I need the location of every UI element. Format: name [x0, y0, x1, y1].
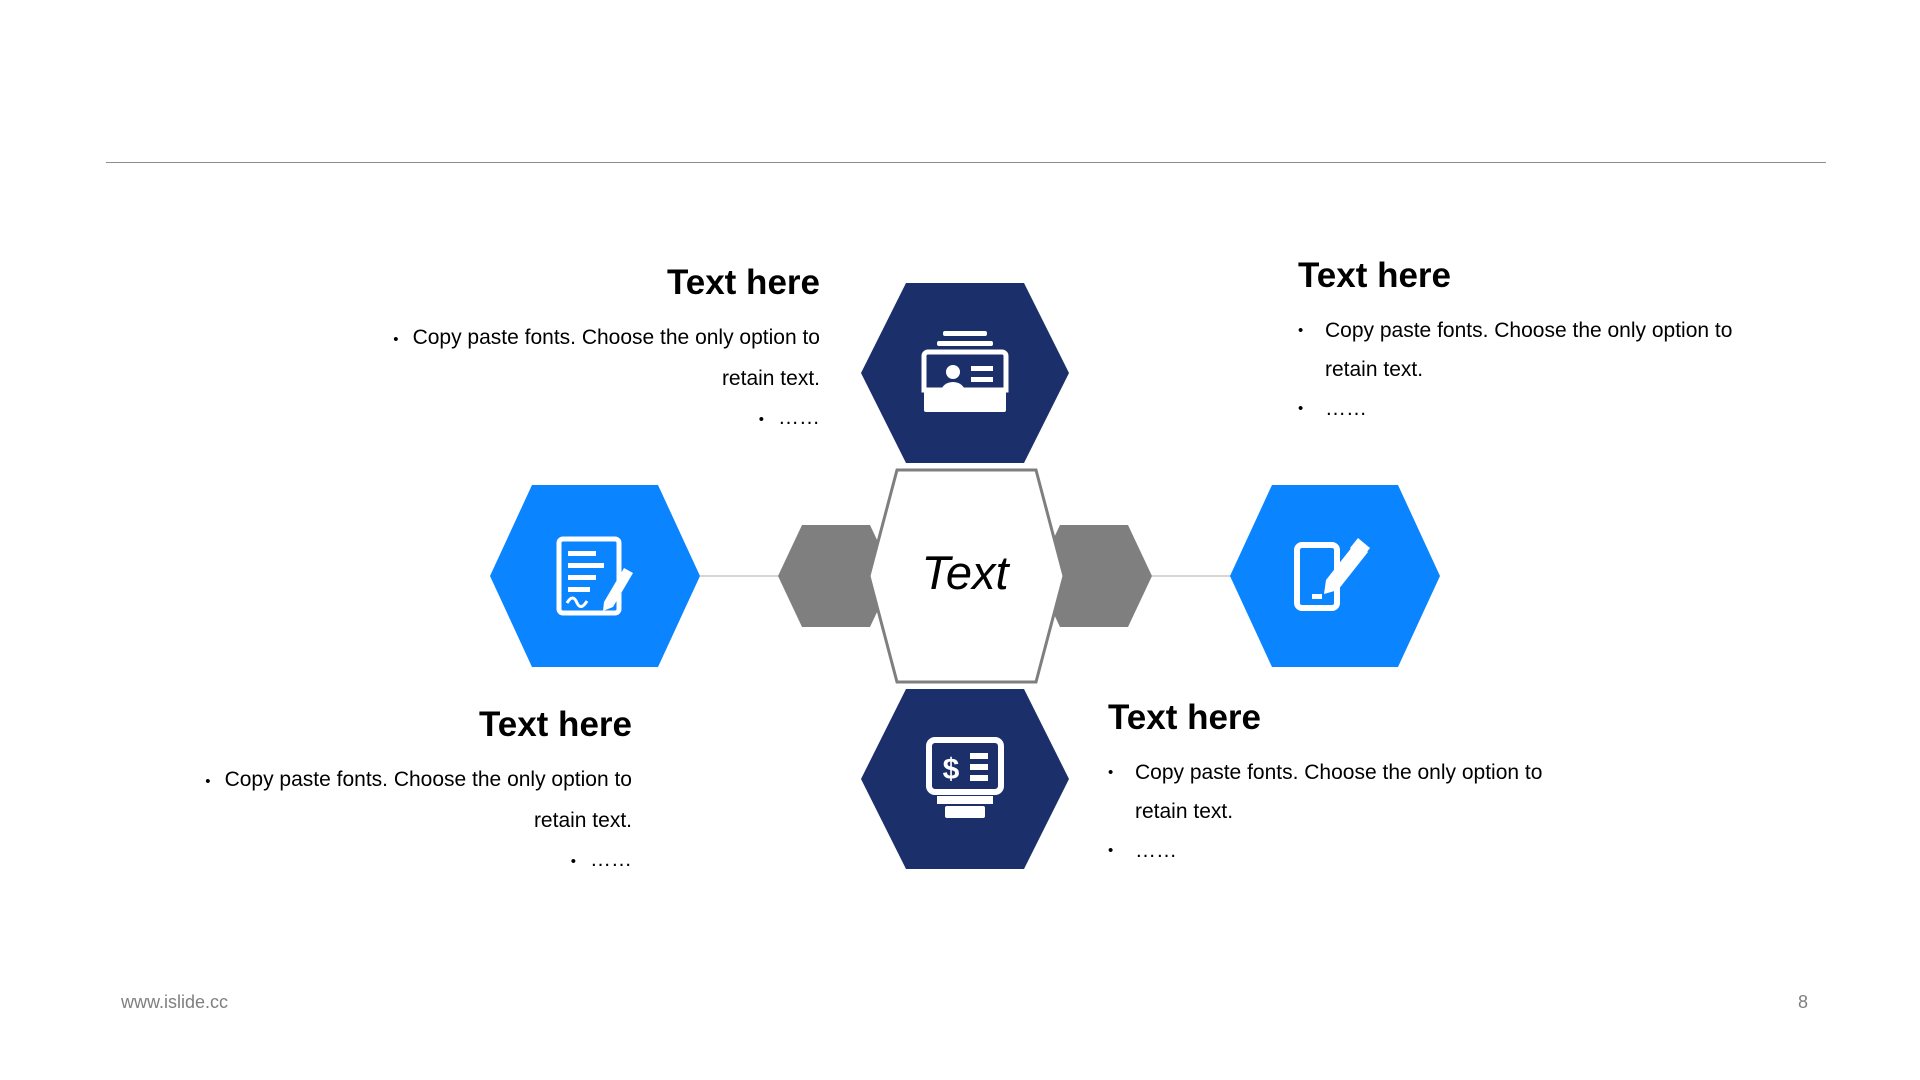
block-title: Text here — [1298, 256, 1452, 295]
bullet-icon: • — [393, 331, 399, 348]
bullet-list: •Copy paste fonts. Choose the only optio… — [1108, 753, 1628, 870]
hex-bottom — [861, 689, 1069, 869]
id-card-icon — [921, 331, 1009, 412]
list-item: •Copy paste fonts. Choose the only optio… — [393, 326, 820, 349]
list-item: retain text. — [1135, 800, 1234, 823]
contract-sign-icon — [556, 536, 633, 616]
center-hex — [867, 468, 1066, 684]
bullet-icon: • — [1108, 764, 1114, 781]
list-item: retain text. — [721, 367, 820, 390]
hex-top — [861, 283, 1069, 463]
small-hex-right — [1036, 525, 1152, 627]
list-item: •Copy paste fonts. Choose the only optio… — [1108, 753, 1628, 792]
bullet-icon: • — [1298, 400, 1304, 417]
list-item: •…… — [570, 848, 632, 871]
svg-text:$: $ — [943, 753, 960, 786]
bullet-icon: • — [205, 773, 211, 790]
text-block-bottom-left: Text here •Copy paste fonts. Choose the … — [157, 704, 632, 881]
text-block-top-left: Text here •Copy paste fonts. Choose the … — [345, 262, 820, 439]
payment-terminal-icon: $ — [926, 737, 1004, 818]
bullet-list: •Copy paste fonts. Choose the only optio… — [1298, 311, 1818, 428]
page-number: 8 — [1797, 992, 1808, 1012]
bullet-list: •Copy paste fonts. Choose the only optio… — [157, 760, 632, 881]
list-item: retain text. — [533, 809, 632, 832]
text-block-bottom-right: Text here •Copy paste fonts. Choose the … — [1108, 697, 1628, 870]
list-item: •…… — [1108, 831, 1628, 870]
list-item: retain text. — [1325, 358, 1424, 381]
block-title: Text here — [1108, 698, 1262, 737]
bullet-icon: • — [758, 411, 764, 428]
text-block-top-right: Text here •Copy paste fonts. Choose the … — [1298, 255, 1818, 428]
block-title: Text here — [666, 263, 820, 302]
tablet-pen-icon — [1294, 538, 1370, 611]
bullet-icon: • — [570, 853, 576, 870]
list-item: •Copy paste fonts. Choose the only optio… — [205, 768, 632, 791]
list-item: •…… — [758, 406, 820, 429]
bullet-icon: • — [1298, 322, 1304, 339]
block-title: Text here — [478, 705, 632, 744]
bullet-list: •Copy paste fonts. Choose the only optio… — [345, 318, 820, 439]
center-label: Text — [921, 546, 1009, 599]
small-hex-left — [778, 525, 894, 627]
list-item: •…… — [1298, 389, 1818, 428]
header-divider — [106, 162, 1826, 163]
footer-url: www.islide.cc — [121, 992, 229, 1012]
list-item: •Copy paste fonts. Choose the only optio… — [1298, 311, 1818, 350]
bullet-icon: • — [1108, 842, 1114, 859]
